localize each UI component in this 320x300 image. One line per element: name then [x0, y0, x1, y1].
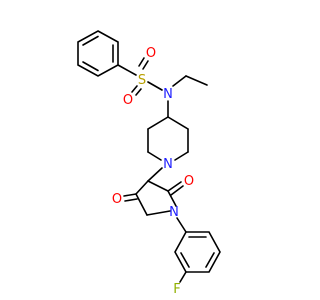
bond-piperidine-pyrrolidine: [147, 167, 163, 182]
atom-oxygen-label: O: [184, 174, 194, 189]
bond-carbonyl-right: [167, 181, 184, 196]
piperidine-ring: [147, 116, 189, 161]
atom-nitrogen-label: N: [163, 87, 173, 102]
pyrrolidinedione-ring: [135, 180, 177, 216]
bond-n-aryl: [176, 217, 187, 233]
bond-s-o-upper: [138, 57, 149, 70]
bond-ethyl-2: [185, 75, 208, 86]
atom-nitrogen-label: N: [169, 205, 179, 220]
fluorophenyl-ring: [174, 231, 221, 273]
bond-sulfur-nitrogen: [147, 81, 163, 91]
bond-n-ethyl-1: [172, 75, 187, 87]
bond-carbonyl-left: [123, 193, 138, 202]
bond-s-o-lower: [131, 85, 142, 96]
bond-ring-sulfur: [117, 64, 137, 76]
atom-nitrogen-label: N: [163, 157, 173, 172]
atom-oxygen-label: O: [112, 192, 122, 207]
atom-oxygen-label: O: [146, 46, 156, 61]
bond-c-fluorine: [179, 271, 187, 283]
atom-sulfur-label: S: [138, 73, 146, 88]
atom-fluorine-label: F: [173, 282, 180, 297]
benzene-ring: [77, 30, 119, 77]
molecule-structure: S O O N N O O N F: [77, 30, 221, 297]
atom-oxygen-label: O: [123, 93, 133, 108]
